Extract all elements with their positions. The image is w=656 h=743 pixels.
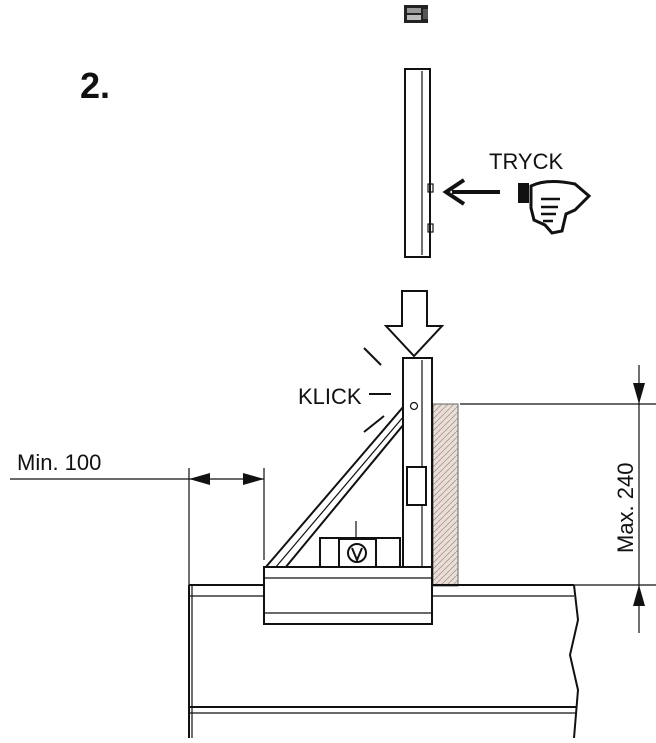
max-height-label: Max. 240 [613, 463, 638, 554]
down-arrow-icon [383, 290, 445, 358]
rail-part [404, 68, 434, 258]
pointing-hand-icon [518, 180, 592, 235]
standing-rail [402, 357, 433, 572]
base-channel [263, 566, 433, 625]
product-badge-icon [404, 5, 428, 23]
push-label: TRYCK [489, 149, 563, 174]
click-lines [363, 347, 391, 433]
arrow-left-icon [442, 178, 500, 206]
base-mount [319, 521, 401, 573]
wall-block [432, 403, 459, 587]
click-label: KLICK [298, 384, 362, 409]
step-number: 2. [80, 65, 110, 106]
min-gap-dimension [10, 468, 265, 585]
v-logo-icon [347, 543, 367, 563]
max-height-dimension [460, 365, 656, 633]
min-gap-label: Min. 100 [17, 450, 101, 475]
